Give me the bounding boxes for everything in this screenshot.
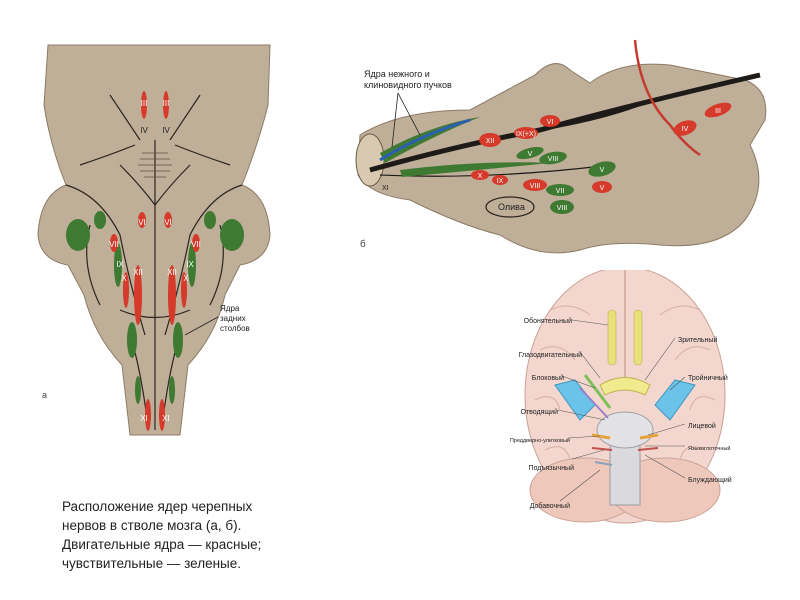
label-posterior-1: Ядра bbox=[220, 304, 240, 313]
caption-line-4: чувствительные — зеленые. bbox=[62, 556, 242, 571]
brain-base-svg: Обонятельный Глазодвигательный Блоковый … bbox=[510, 270, 732, 524]
label-glossopharyngeal: Языкоглоточный bbox=[688, 445, 730, 452]
label-b-n8c: VIII bbox=[557, 205, 568, 212]
trigeminal-right bbox=[654, 379, 696, 421]
oculomotor-nerve bbox=[583, 374, 612, 409]
sensory-nuclei-b bbox=[380, 117, 616, 214]
label-b-n5b: V bbox=[600, 185, 605, 192]
olive bbox=[485, 196, 535, 218]
label-n6a: VI bbox=[138, 218, 146, 227]
optic-chiasm bbox=[599, 377, 651, 396]
brainstem-lateral-svg: Ядра нежного и клиновидного пучков Олива… bbox=[355, 39, 767, 254]
label-gracile-1: Ядра нежного и bbox=[364, 69, 430, 79]
label-b-n5c: V bbox=[528, 151, 533, 158]
label-b-n10: X bbox=[478, 173, 483, 180]
brainstem-dorsal-view-a: III III IV IV VI VI VII VII XII XII IX I… bbox=[20, 35, 290, 445]
label-n10b: X bbox=[183, 274, 189, 283]
caption-line-3: Двигательные ядра — красные; bbox=[62, 537, 262, 552]
brainstem-outline bbox=[37, 44, 271, 436]
gyri bbox=[534, 305, 716, 461]
label-gracile-2: клиновидного пучков bbox=[364, 80, 452, 90]
label-n11b: XI bbox=[162, 414, 170, 423]
label-n3b: III bbox=[163, 99, 170, 108]
pointer-posterior bbox=[184, 316, 219, 336]
vestibulocochlear-nerve bbox=[591, 433, 611, 440]
label-oculomotor: Глазодвигательный bbox=[519, 351, 582, 359]
label-b-n11: XI bbox=[382, 185, 389, 192]
label-n9a: IX bbox=[116, 260, 124, 269]
label-trigeminal: Тройничный bbox=[688, 374, 728, 382]
trochlear-nerve bbox=[579, 387, 609, 419]
red-arc bbox=[633, 39, 701, 157]
label-n6b: VI bbox=[164, 218, 172, 227]
label-olfactory: Обонятельный bbox=[524, 317, 572, 325]
label-n10a: X bbox=[121, 274, 127, 283]
label-b-n8a: VIII bbox=[548, 156, 559, 163]
panel-b-letter: б bbox=[360, 238, 366, 250]
caption-line-1: Расположение ядер черепных bbox=[62, 499, 253, 514]
ventricle-striae bbox=[138, 152, 172, 178]
label-vagus: Блуждающий bbox=[688, 476, 732, 484]
label-n7a: VII bbox=[109, 240, 119, 249]
label-accessory: Добавочный bbox=[530, 502, 570, 510]
label-posterior-2: задних bbox=[220, 314, 246, 323]
label-trochlear: Блоковый bbox=[532, 374, 564, 382]
label-vestibulocochlear: Преддверно-улитковый bbox=[510, 437, 570, 444]
label-b-n12: XII bbox=[486, 138, 495, 145]
olfactory-tracts bbox=[607, 309, 643, 366]
brainstem-lateral-view-b: Ядра нежного и клиновидного пучков Олива… bbox=[340, 35, 800, 275]
facial-nerve bbox=[639, 433, 659, 440]
label-b-n5a: V bbox=[600, 167, 605, 174]
caption-line-2: нервов в стволе мозга (а, б). bbox=[62, 518, 242, 533]
motor-nuclei-b bbox=[471, 102, 732, 193]
label-n4a: IV bbox=[140, 126, 148, 135]
label-posterior-3: столбов bbox=[220, 324, 250, 333]
vagus-nerve bbox=[637, 447, 659, 451]
label-n7b: VII bbox=[191, 240, 201, 249]
panel-a-letter: а bbox=[42, 390, 47, 400]
figure-caption: Расположение ядер черепных нервов в ство… bbox=[62, 497, 362, 573]
label-n9b: IX bbox=[186, 260, 194, 269]
label-b-n4: IV bbox=[682, 126, 689, 133]
pons bbox=[596, 411, 654, 449]
label-n12b: XII bbox=[167, 268, 177, 277]
label-b-n9: IX bbox=[497, 178, 504, 185]
hypoglossal-nerve bbox=[591, 447, 613, 451]
label-olive: Олива bbox=[498, 202, 525, 212]
label-abducens: Отводящий bbox=[521, 408, 559, 416]
label-b-n3: III bbox=[715, 108, 721, 115]
label-b-n6: VI bbox=[547, 119, 554, 126]
label-b-n7: VII bbox=[556, 188, 565, 195]
label-b-n9x: IX(+X) bbox=[516, 131, 536, 138]
label-facial: Лицевой bbox=[688, 422, 716, 430]
brainstem-dorsal-svg: III III IV IV VI VI VII VII XII XII IX I… bbox=[37, 44, 271, 436]
motor-nuclei-a bbox=[110, 91, 200, 431]
blue-tract bbox=[379, 118, 471, 162]
label-b-n8b: VIII bbox=[530, 183, 541, 190]
label-optic: Зрительный bbox=[678, 336, 717, 344]
cut-surface bbox=[355, 133, 385, 187]
sensory-nuclei-a bbox=[66, 211, 244, 404]
brain-base-cranial-nerves-c: Обонятельный Глазодвигательный Блоковый … bbox=[500, 270, 750, 530]
label-n12a: XII bbox=[133, 268, 143, 277]
accessory-nerve bbox=[594, 461, 613, 466]
label-n11a: XI bbox=[140, 414, 148, 423]
label-hypoglossal: Подъязычный bbox=[528, 464, 574, 472]
label-n3a: III bbox=[141, 99, 148, 108]
label-n4b: IV bbox=[162, 126, 170, 135]
